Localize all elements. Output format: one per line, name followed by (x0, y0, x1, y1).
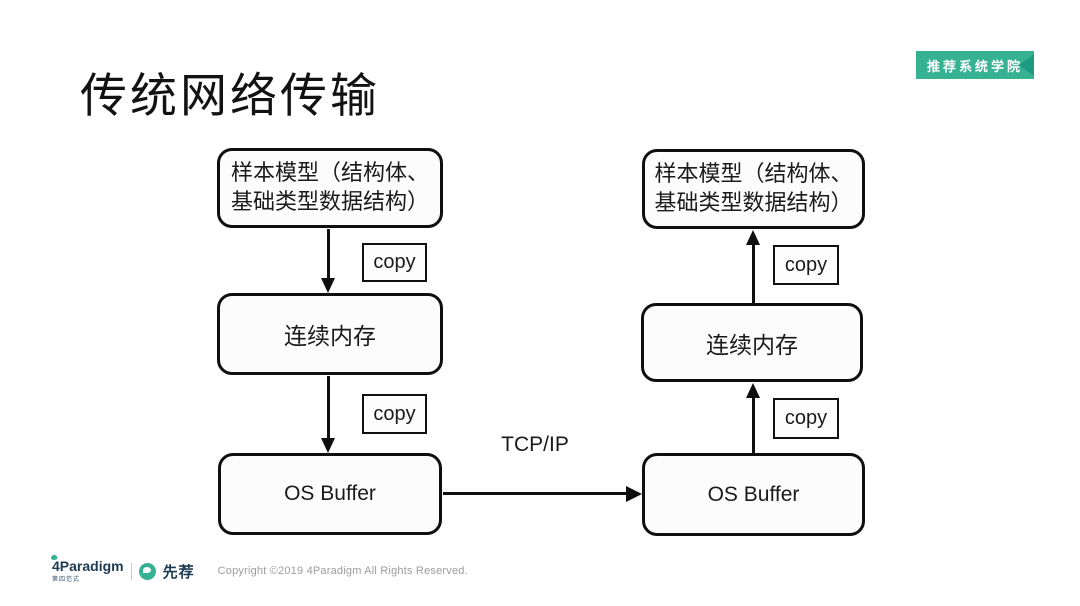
xianjian-logo-inner-icon (142, 566, 151, 573)
arrow-right-head-icon (626, 486, 642, 502)
copy-label-box: copy (773, 398, 839, 439)
right-contiguous-memory-label: 连续内存 (706, 331, 798, 358)
left-sample-model-box: 样本模型（结构体、 基础类型数据结构） (217, 148, 443, 228)
right-sample-model-line2: 基础类型数据结构） (654, 190, 853, 215)
logo-4paradigm: 4Paradigm 第四范式 (50, 554, 124, 583)
left-os-buffer-label: OS Buffer (284, 482, 376, 505)
left-sample-model-line2: 基础类型数据结构） (230, 189, 429, 214)
tcp-ip-label: TCP/IP (501, 433, 569, 456)
copyright-text: Copyright ©2019 4Paradigm All Rights Res… (217, 565, 468, 577)
arrow-up-head-icon (746, 383, 760, 398)
left-contiguous-memory-label: 连续内存 (284, 323, 376, 349)
copy-label: copy (373, 251, 416, 273)
logo-divider (130, 562, 132, 580)
copy-label-box: copy (362, 243, 427, 282)
right-contiguous-memory-box: 连续内存 (641, 303, 863, 382)
left-contiguous-memory-box: 连续内存 (217, 293, 443, 375)
arrow-up-line-1 (752, 244, 755, 303)
arrow-up-line-2 (752, 397, 755, 453)
copy-label: copy (373, 402, 416, 425)
left-os-buffer-box: OS Buffer (218, 453, 442, 535)
left-sample-model-line1: 样本模型（结构体、 (230, 160, 429, 186)
arrow-up-head-icon (746, 230, 760, 245)
badge-label: 推荐系统学院 (927, 58, 1024, 74)
right-sample-model-box: 样本模型（结构体、 基础类型数据结构） (642, 149, 865, 229)
footer: 4Paradigm 第四范式 先荐 Copyright ©2019 4Parad… (50, 554, 468, 584)
copy-label: copy (784, 407, 828, 429)
right-os-buffer-label: OS Buffer (707, 482, 800, 506)
logo-subtext: 第四范式 (52, 577, 81, 583)
logo-text: 4Paradigm (52, 558, 124, 574)
page-title: 传统网络传输 (80, 69, 380, 122)
arrow-down-head-icon (321, 278, 335, 293)
right-sample-model-line1: 样本模型（结构体、 (654, 161, 853, 187)
arrow-down-head-icon (321, 438, 335, 453)
arrow-right-line (443, 492, 626, 495)
xianjian-logo-icon (138, 562, 156, 580)
right-os-buffer-box: OS Buffer (642, 453, 865, 536)
copy-label: copy (784, 253, 828, 276)
arrow-down-line-1 (327, 229, 330, 278)
copy-label-box: copy (362, 394, 427, 434)
arrow-down-line-2 (327, 376, 330, 438)
copy-label-box: copy (773, 245, 839, 285)
brand2-text: 先荐 (162, 563, 195, 581)
corner-badge: 推荐系统学院 (916, 51, 1034, 79)
